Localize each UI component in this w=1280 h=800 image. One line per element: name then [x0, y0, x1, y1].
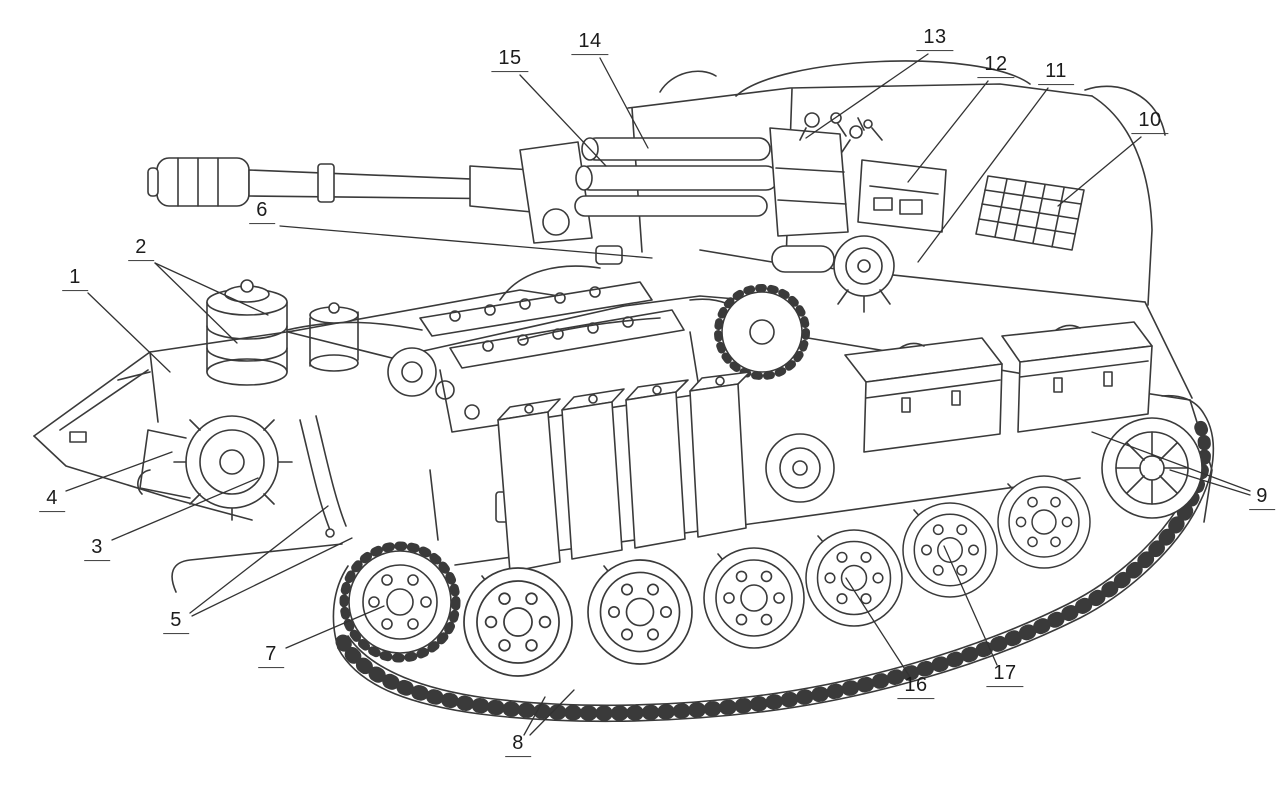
callout-17: 17 [986, 663, 1024, 688]
transmission [137, 415, 293, 521]
callout-10: 10 [1131, 110, 1169, 135]
callout-7: 7 [258, 644, 284, 669]
callout-13: 13 [916, 27, 954, 52]
fuel-tanks [497, 371, 751, 573]
round-device [771, 235, 895, 313]
engine [286, 245, 757, 433]
callout-3: 3 [84, 537, 110, 562]
equipment-panel [841, 117, 947, 233]
track [332, 394, 1215, 723]
gear-ring [714, 284, 810, 380]
leader-lines [65, 53, 1251, 736]
stowage-boxes [844, 321, 1153, 453]
idler-wheel [1101, 417, 1203, 519]
flywheel [765, 433, 835, 503]
drive-sprocket [339, 541, 461, 663]
mesh-screen [975, 175, 1085, 251]
callout-2: 2 [128, 237, 154, 262]
callout-15: 15 [491, 48, 529, 73]
gun-assembly [147, 112, 849, 244]
callout-12: 12 [977, 54, 1015, 79]
callout-8: 8 [505, 733, 531, 758]
callout-9: 9 [1249, 486, 1275, 511]
callout-4: 4 [39, 488, 65, 513]
callout-11: 11 [1038, 61, 1074, 86]
callout-14: 14 [571, 31, 609, 56]
callout-5: 5 [163, 610, 189, 635]
callout-1: 1 [62, 267, 88, 292]
callout-16: 16 [897, 675, 935, 700]
callout-6: 6 [249, 200, 275, 225]
